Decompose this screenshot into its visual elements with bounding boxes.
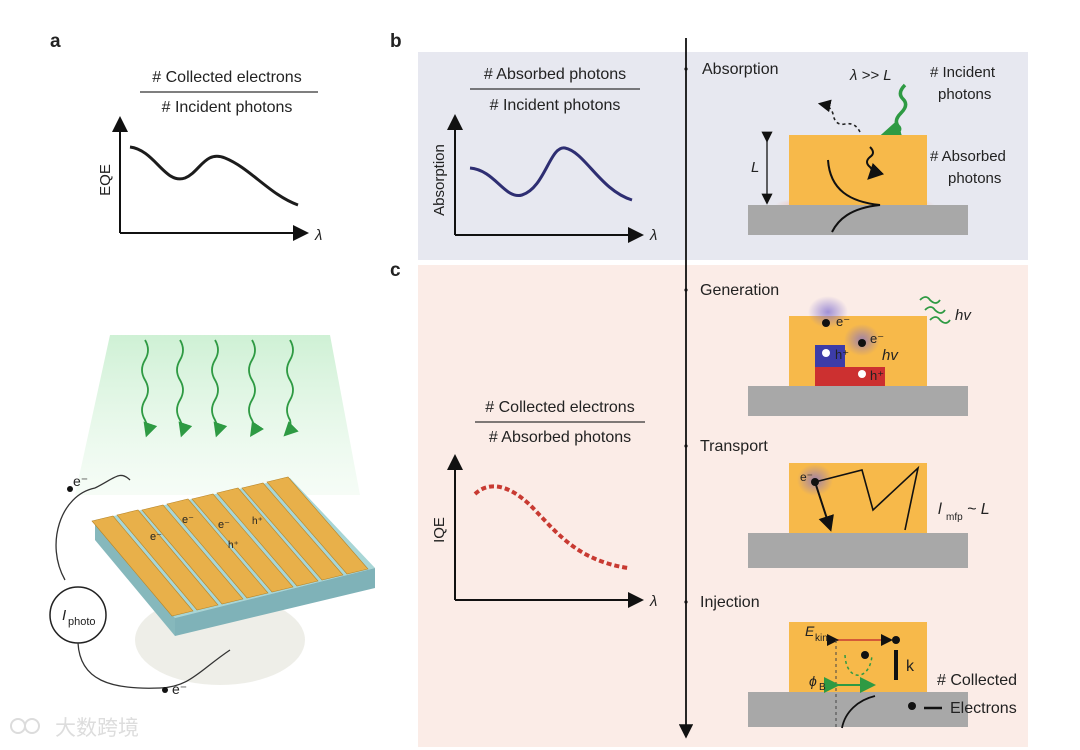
panel-a-substrate-left xyxy=(95,520,175,636)
stage-generation-title: Generation xyxy=(700,282,779,299)
absorbed-photons-line1: # Absorbed xyxy=(930,148,1006,165)
transport-scatter-path xyxy=(814,465,920,531)
panel-a-x-label: λ xyxy=(314,227,322,244)
absorbed-photon-wave xyxy=(866,146,885,180)
injection-potential-well xyxy=(844,654,873,676)
device-electron-label-2: e⁻ xyxy=(218,519,230,531)
panel-b-label: b xyxy=(390,31,402,52)
transport-electron-label: e⁻ xyxy=(800,470,813,484)
panel-a-eqe-denominator: # Incident photons xyxy=(162,99,293,116)
generation-hole-band-red xyxy=(815,367,885,386)
device-hole-label-2: h⁺ xyxy=(228,540,239,551)
stage-injection-title: Injection xyxy=(700,594,760,611)
field-profile-curve xyxy=(827,159,881,233)
transport-substrate xyxy=(748,533,968,568)
panel-c-denominator: # Absorbed photons xyxy=(489,429,631,446)
circuit-wire-top-right xyxy=(94,474,131,489)
panel-a-substrate-front xyxy=(175,568,375,636)
injection-electron xyxy=(861,651,869,659)
mfp-symbol: l xyxy=(938,501,942,518)
absorbed-photons-line2: photons xyxy=(948,170,1001,187)
generation-electron-label-1: e⁻ xyxy=(836,314,850,329)
device-electron-label-3: e⁻ xyxy=(150,531,162,543)
panel-c-x-label: λ xyxy=(649,593,657,610)
panel-a-eqe-curve xyxy=(129,145,299,207)
transport-collection-arrow xyxy=(814,481,834,532)
photocurrent-meter xyxy=(49,586,107,644)
stage-transport-title: Transport xyxy=(700,438,768,455)
panel-c-numerator: # Collected electrons xyxy=(485,399,634,416)
generation-hole-label-1: h⁺ xyxy=(835,347,849,362)
generation-hv-inner: hv xyxy=(882,347,899,364)
generation-hole-label-2: h⁺ xyxy=(870,368,884,383)
collected-electron xyxy=(908,702,916,710)
collected-label: # Collected xyxy=(937,672,1017,689)
barrier-subscript: B xyxy=(819,682,826,693)
kinetic-energy-subscript: kin xyxy=(815,633,828,644)
reflected-photon-arrow xyxy=(817,99,861,133)
injection-substrate xyxy=(748,692,968,727)
panel-b-denominator: # Incident photons xyxy=(490,97,621,114)
generation-substrate xyxy=(748,386,968,416)
circuit-electron-top: e⁻ xyxy=(73,473,88,489)
panel-b-numerator: # Absorbed photons xyxy=(484,66,626,83)
photocurrent-subscript: photo xyxy=(68,616,96,628)
momentum-electron xyxy=(892,636,900,644)
wavelength-condition: λ >> L xyxy=(849,67,892,84)
mfp-relation: ~ L xyxy=(967,501,990,518)
panel-a: a # Collected electrons # Incident photo… xyxy=(49,31,375,697)
band-bending-curve xyxy=(841,695,876,729)
panel-c-y-label: IQE xyxy=(431,517,448,543)
device-electron-label: e⁻ xyxy=(182,514,194,526)
mfp-subscript: mfp xyxy=(946,512,963,523)
electrons-label: Electrons xyxy=(950,700,1017,717)
generation-hole-1 xyxy=(822,349,830,357)
watermark-text: 大数跨境 xyxy=(55,716,139,740)
panel-c-iqe-curve xyxy=(473,484,629,570)
panel-a-photon-waves xyxy=(141,339,299,438)
watermark: 大数跨境 xyxy=(10,716,139,740)
panel-c-label: c xyxy=(390,260,401,281)
stage-absorption-title: Absorption xyxy=(702,61,779,78)
electron-glow-1 xyxy=(808,296,848,328)
panel-a-label: a xyxy=(50,31,61,52)
generation-electron-label-2: e⁻ xyxy=(870,331,884,346)
panel-b-y-label: Absorption xyxy=(431,144,448,216)
circuit-wire-top xyxy=(55,487,96,581)
panel-a-light-beam xyxy=(75,335,360,495)
panel-a-gold-stripes xyxy=(91,476,369,617)
panel-b-absorption-curve xyxy=(469,146,633,202)
panel-b-x-label: λ xyxy=(649,227,657,244)
momentum-label: k xyxy=(906,658,915,675)
circuit-wire-bottom xyxy=(77,642,231,689)
panel-b: b # Absorbed photons # Incident photons … xyxy=(390,31,1028,260)
circuit-electron-top-dot xyxy=(67,486,73,492)
generation-hole-2 xyxy=(858,370,866,378)
panel-c: c # Collected electrons # Absorbed photo… xyxy=(390,260,1028,747)
device-hole-label: h⁺ xyxy=(252,516,263,527)
incident-photons-line2: photons xyxy=(938,86,991,103)
panel-a-eqe-numerator: # Collected electrons xyxy=(152,69,301,86)
photocurrent-symbol: I xyxy=(62,607,66,624)
incident-photon-wave xyxy=(874,83,908,147)
film-thickness-label: L xyxy=(751,159,759,176)
panel-a-y-label: EQE xyxy=(97,164,114,196)
barrier-symbol: ϕ xyxy=(809,673,817,689)
absorption-film xyxy=(789,135,927,205)
generation-hole-band-blue xyxy=(815,345,845,367)
circuit-electron-bottom-dot xyxy=(162,687,168,693)
circuit-electron-bottom: e⁻ xyxy=(172,681,187,697)
generation-photon-icon xyxy=(919,296,951,324)
kinetic-energy-symbol: E xyxy=(805,623,815,639)
incident-photons-line1: # Incident xyxy=(930,64,996,81)
generation-electron-2 xyxy=(858,339,866,347)
generation-electron-1 xyxy=(822,319,830,327)
watermark-logo xyxy=(10,718,26,734)
generation-hv-outer: hv xyxy=(955,307,972,324)
